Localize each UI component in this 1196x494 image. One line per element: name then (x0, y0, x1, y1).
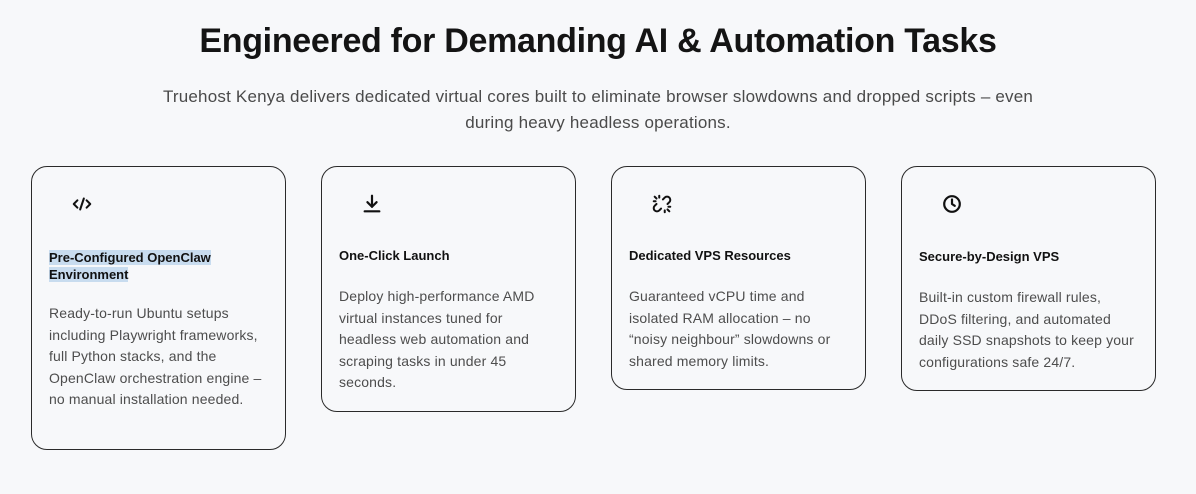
feature-card-title: Pre-Configured OpenClaw Environment (49, 249, 269, 283)
subtitle-line-2: during heavy headless operations. (465, 113, 731, 132)
subtitle-line-1: Truehost Kenya delivers dedicated virtua… (162, 87, 1034, 106)
feature-card-title: Dedicated VPS Resources (629, 248, 791, 263)
title-line-2: Environment (49, 267, 129, 282)
feature-card-description: Deploy high-performance AMD virtual inst… (339, 288, 535, 390)
feature-card-title: Secure-by-Design VPS (919, 249, 1060, 264)
title-line-1: Pre-Configured OpenClaw (49, 250, 211, 265)
feature-card-openclaw-environment: Pre-Configured OpenClaw Environment Read… (31, 166, 286, 450)
feature-card-description: Guaranteed vCPU time and isolated RAM al… (629, 288, 831, 369)
feature-card-title: One-Click Launch (339, 248, 450, 263)
section-subtitle: Truehost Kenya delivers dedicated virtua… (98, 84, 1098, 136)
section-heading: Engineered for Demanding AI & Automation… (199, 22, 997, 60)
feature-card-description: Ready-to-run Ubuntu setups including Pla… (49, 305, 262, 407)
feature-card-description: Built-in custom firewall rules, DDoS fil… (919, 289, 1134, 370)
broken-link-icon (651, 193, 673, 215)
feature-card-dedicated-resources: Dedicated VPS Resources Guaranteed vCPU … (611, 166, 866, 390)
feature-card-one-click-launch: One-Click Launch Deploy high-performance… (321, 166, 576, 412)
clock-icon (941, 193, 963, 215)
feature-card-secure-vps: Secure-by-Design VPS Built-in custom fir… (901, 166, 1156, 391)
download-icon (361, 193, 383, 215)
code-icon (71, 193, 93, 215)
